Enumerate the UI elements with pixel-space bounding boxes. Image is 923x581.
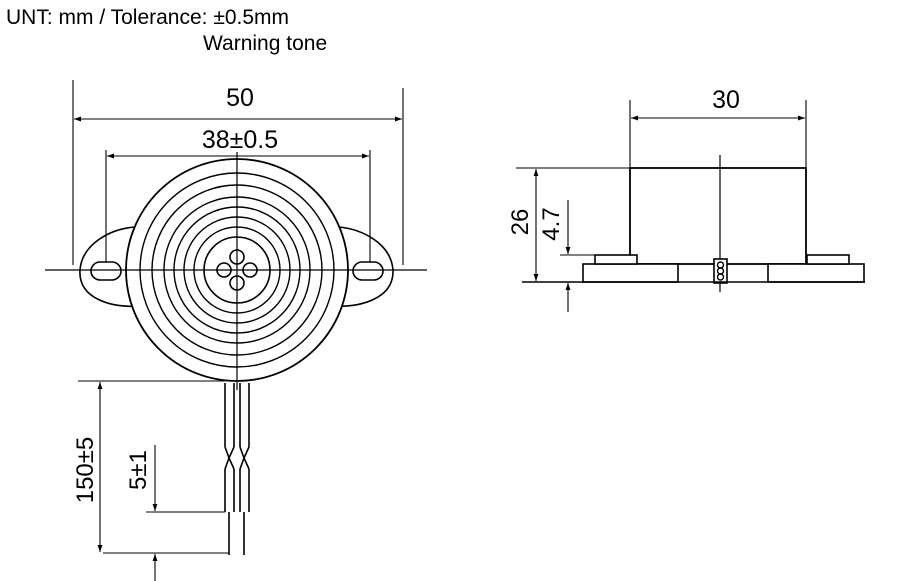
dim-lead-length: 150±5 [72, 437, 99, 504]
lead-wires [224, 383, 250, 555]
dim-total-height: 26 [507, 209, 534, 236]
units-tolerance-note: UNT: mm / Tolerance: ±0.5mm [6, 6, 290, 29]
drawing-subtitle: Warning tone [203, 32, 328, 55]
front-view [45, 80, 427, 581]
mount-hole-left [90, 261, 122, 281]
dim-hole-pitch: 38±0.5 [202, 126, 278, 154]
dim-lead-strip-length: 5±1 [125, 450, 152, 490]
extension-lines-front [72, 80, 404, 554]
mount-hole-right [352, 261, 384, 281]
dim-body-diameter: 30 [712, 86, 740, 114]
dim-overall-width: 50 [226, 84, 254, 112]
side-body [629, 167, 807, 265]
side-view [516, 100, 865, 312]
side-screw-left [594, 254, 638, 265]
dim-flange-height: 4.7 [538, 207, 565, 240]
side-screw-right [806, 254, 850, 265]
side-flange-right [767, 263, 865, 283]
extension-lines-side [516, 100, 807, 256]
side-flange-left [582, 263, 679, 283]
